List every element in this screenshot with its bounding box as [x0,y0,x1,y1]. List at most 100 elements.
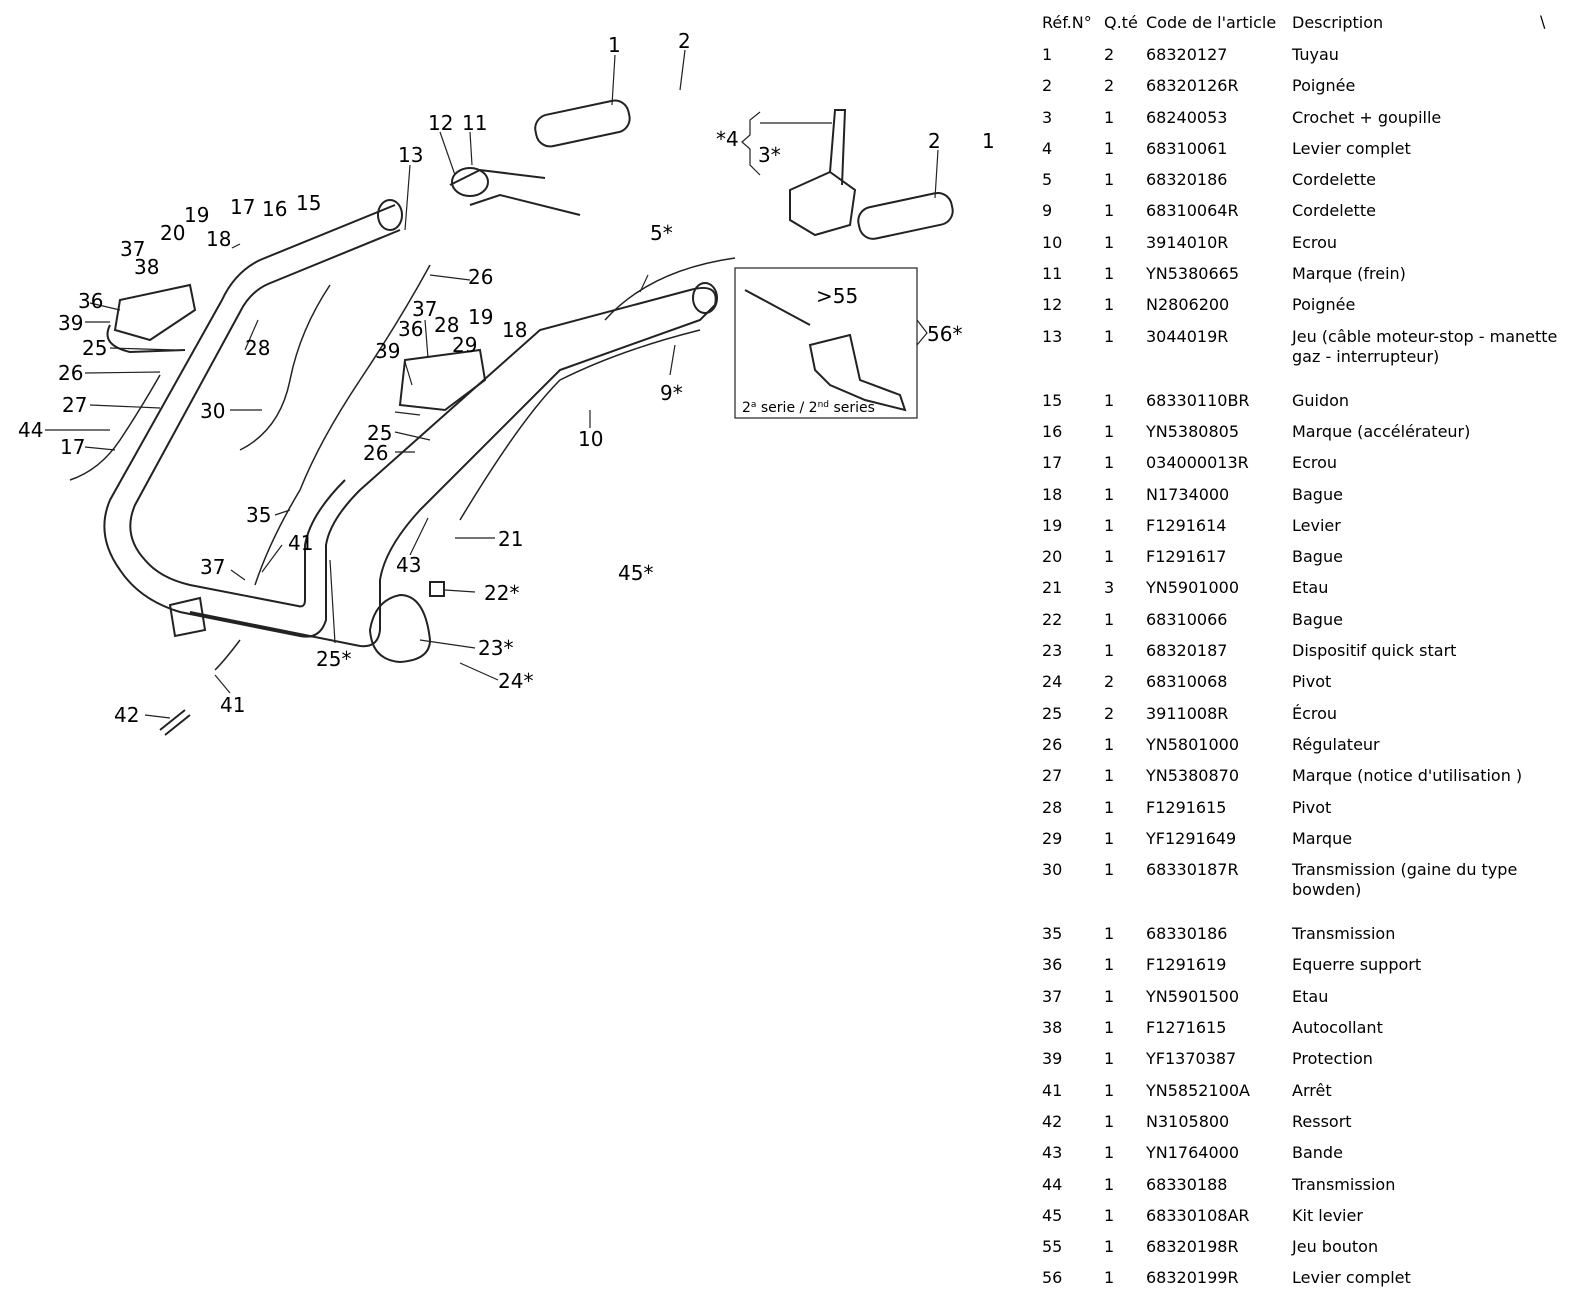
cell-ref: 36 [1042,955,1063,975]
cell-ref: 25 [1042,703,1063,723]
cell-code: 68330186 [1146,924,1228,944]
cell-qty: 1 [1104,484,1115,504]
cell-ref: 4 [1042,138,1053,158]
callout: *4 [716,127,739,151]
header-qty: Q.té [1104,13,1138,32]
callout: 19 [184,203,209,227]
inset-callout-56: 56* [927,322,962,346]
cable-35 [254,264,431,586]
cell-qty: 1 [1104,201,1115,221]
cell-code: F1291614 [1146,515,1227,535]
callout: 25 [367,421,392,445]
cell-desc: Bague [1292,609,1343,629]
callout: 12 [428,111,453,135]
cell-desc: Pivot [1292,672,1332,692]
cell-desc: Transmission (gaine du type bowden) [1292,860,1518,900]
cell-qty: 1 [1104,986,1115,1006]
cell-ref: 23 [1042,641,1063,661]
cell-code: 3044019R [1146,326,1229,346]
cell-code: 68320199R [1146,1268,1239,1288]
cell-desc: Autocollant [1292,1018,1383,1038]
lever-assembly-4 [789,109,857,237]
header-desc: Description [1292,13,1384,32]
cell-desc: Crochet + goupille [1292,107,1442,127]
cable-9 [459,329,701,521]
cell-code: YN5901500 [1146,986,1239,1006]
cell-desc: Levier [1292,515,1341,535]
cell-qty: 2 [1104,672,1115,692]
cell-code: 3914010R [1146,232,1229,252]
cell-qty: 1 [1104,1049,1115,1069]
cell-desc: Etau [1292,578,1329,598]
callout: 22* [484,581,519,605]
cell-qty: 1 [1104,421,1115,441]
cell-ref: 22 [1042,609,1063,629]
cell-code: 68320187 [1146,641,1228,661]
cell-qty: 1 [1104,138,1115,158]
cable-5 [604,257,736,321]
mount-foot [168,596,207,638]
inset-caption: 2a serie / 2nd series [742,400,875,416]
cell-desc: Tuyau [1292,45,1339,64]
tube-end-right [692,282,718,314]
cell-desc: Pivot [1292,797,1332,817]
callout: 39 [58,311,83,335]
cell-qty: 2 [1104,76,1115,96]
callout: 39 [375,339,400,363]
cell-code: YN5380870 [1146,766,1239,786]
cell-ref: 2 [1042,76,1053,96]
cell-qty: 1 [1104,1143,1115,1163]
cell-code: F1291619 [1146,955,1227,975]
cell-qty: 1 [1104,170,1115,190]
cell-qty: 1 [1104,1237,1115,1257]
cell-code: 68310066 [1146,609,1228,629]
callout: 44 [18,418,43,442]
cell-code: F1291615 [1146,797,1227,817]
callout: 3* [758,143,781,167]
callout: 13 [398,143,423,167]
cell-ref: 20 [1042,547,1063,567]
cell-desc: Cordelette [1292,201,1376,221]
cell-ref: 55 [1042,1237,1063,1257]
cell-ref: 26 [1042,734,1063,754]
cell-desc: Marque (frein) [1292,264,1406,284]
cell-qty: 1 [1104,797,1115,817]
cell-desc: Écrou [1292,703,1338,723]
cell-code: 68330188 [1146,1174,1228,1194]
callout: 25* [316,647,351,671]
cell-ref: 42 [1042,1111,1063,1131]
callout: 24* [498,669,533,693]
cell-ref: 43 [1042,1143,1063,1163]
cell-ref: 21 [1042,578,1063,598]
cell-ref: 29 [1042,828,1063,848]
inset-box [734,267,918,419]
cell-ref: 9 [1042,201,1053,221]
callout: 35 [246,503,271,527]
cell-code: 034000013R [1146,453,1249,473]
guard-39 [106,324,186,354]
cell-code: F1291617 [1146,547,1227,567]
cell-code: YF1370387 [1146,1049,1237,1069]
cell-ref: 30 [1042,860,1063,880]
